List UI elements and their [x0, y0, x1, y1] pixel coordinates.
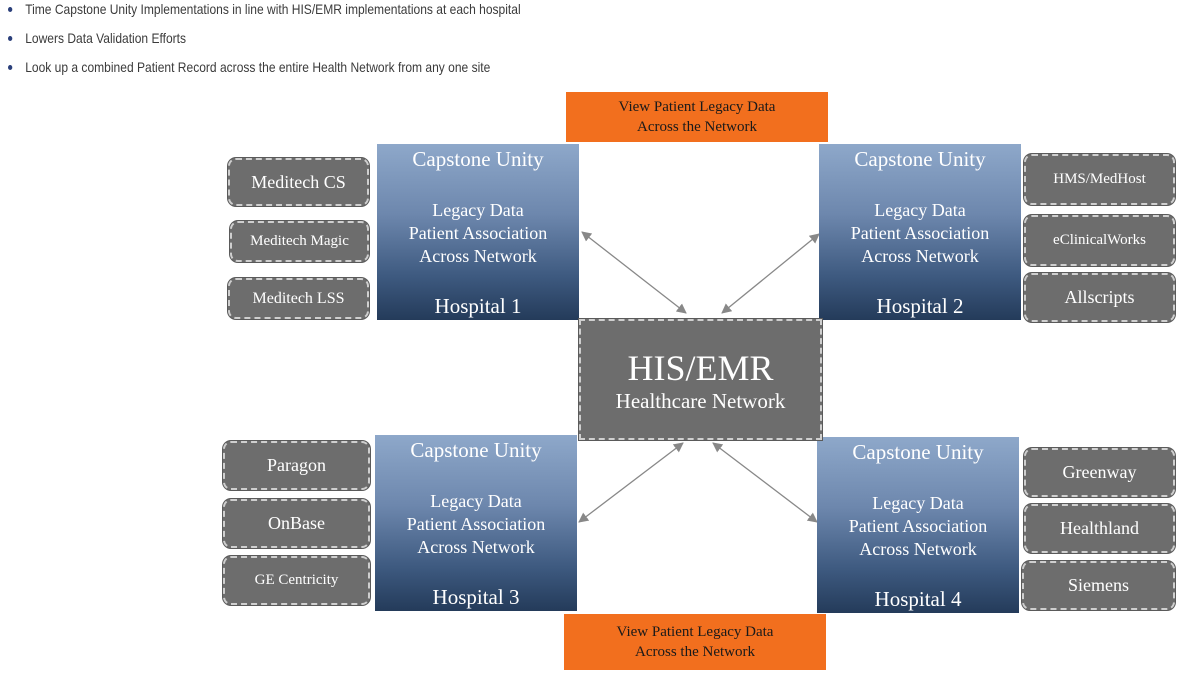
hub-subtitle: Healthcare Network: [615, 389, 786, 413]
desc-line: Patient Association: [850, 223, 990, 243]
bullet-item: Look up a combined Patient Record across…: [8, 59, 490, 75]
hospital-2-box: Capstone Unity Legacy Data Patient Assoc…: [819, 144, 1021, 320]
desc-line: Legacy Data: [432, 200, 524, 220]
product-name: Capstone Unity: [410, 438, 542, 462]
system-box: Paragon: [223, 441, 370, 490]
desc-line: Legacy Data: [872, 493, 964, 513]
system-box: Healthland: [1024, 504, 1175, 553]
product-name: Capstone Unity: [852, 440, 984, 464]
system-box: HMS/MedHost: [1024, 154, 1175, 205]
hospital-description: Legacy Data Patient Association Across N…: [819, 199, 1021, 268]
banner-top: View Patient Legacy Data Across the Netw…: [566, 92, 828, 142]
hospital-description: Legacy Data Patient Association Across N…: [377, 199, 579, 268]
product-name: Capstone Unity: [412, 147, 544, 171]
bullet-dot-icon: [8, 35, 13, 41]
hub-title: HIS/EMR: [627, 348, 774, 388]
system-box: GE Centricity: [223, 556, 370, 605]
banner-line2: Across the Network: [637, 119, 757, 135]
bullet-text: Time Capstone Unity Implementations in l…: [25, 1, 521, 17]
system-box: Meditech Magic: [230, 221, 369, 262]
system-box: OnBase: [223, 499, 370, 548]
system-box: Allscripts: [1024, 273, 1175, 322]
system-box: Meditech LSS: [228, 278, 369, 319]
hospital-1-box: Capstone Unity Legacy Data Patient Assoc…: [377, 144, 579, 320]
system-box: eClinicalWorks: [1024, 215, 1175, 266]
hospital-4-box: Capstone Unity Legacy Data Patient Assoc…: [817, 437, 1019, 613]
banner-line1: View Patient Legacy Data: [618, 99, 776, 115]
hospital-description: Legacy Data Patient Association Across N…: [817, 492, 1019, 561]
banner-line1: View Patient Legacy Data: [616, 624, 774, 640]
desc-line: Legacy Data: [874, 200, 966, 220]
desc-line: Across Network: [861, 246, 979, 266]
system-box: Siemens: [1022, 561, 1175, 610]
system-box: Greenway: [1024, 448, 1175, 497]
hospital-name: Hospital 1: [434, 294, 522, 318]
hospital-3-box: Capstone Unity Legacy Data Patient Assoc…: [375, 435, 577, 611]
banner-bottom: View Patient Legacy Data Across the Netw…: [564, 614, 826, 670]
desc-line: Across Network: [419, 246, 537, 266]
bullet-dot-icon: [8, 64, 13, 70]
bullet-item: Lowers Data Validation Efforts: [8, 30, 186, 46]
desc-line: Patient Association: [406, 514, 546, 534]
product-name: Capstone Unity: [854, 147, 986, 171]
hospital-name: Hospital 2: [876, 294, 964, 318]
arrow-hospital1-hub: [581, 231, 687, 314]
bullet-dot-icon: [8, 6, 13, 12]
bullet-item: Time Capstone Unity Implementations in l…: [8, 1, 521, 17]
desc-line: Patient Association: [408, 223, 548, 243]
hospital-name: Hospital 4: [874, 587, 962, 611]
his-emr-hub: HIS/EMR Healthcare Network: [579, 319, 822, 440]
arrow-hospital3-hub: [578, 442, 684, 523]
desc-line: Across Network: [859, 539, 977, 559]
arrow-hospital2-hub: [721, 233, 820, 314]
desc-line: Patient Association: [848, 516, 988, 536]
banner-line2: Across the Network: [635, 644, 755, 660]
bullet-text: Lowers Data Validation Efforts: [25, 30, 187, 46]
desc-line: Across Network: [417, 537, 535, 557]
desc-line: Legacy Data: [430, 491, 522, 511]
arrow-hospital4-hub: [712, 442, 818, 523]
hospital-description: Legacy Data Patient Association Across N…: [375, 490, 577, 559]
hospital-name: Hospital 3: [432, 585, 520, 609]
bullet-text: Look up a combined Patient Record across…: [25, 59, 491, 75]
system-box: Meditech CS: [228, 158, 369, 206]
